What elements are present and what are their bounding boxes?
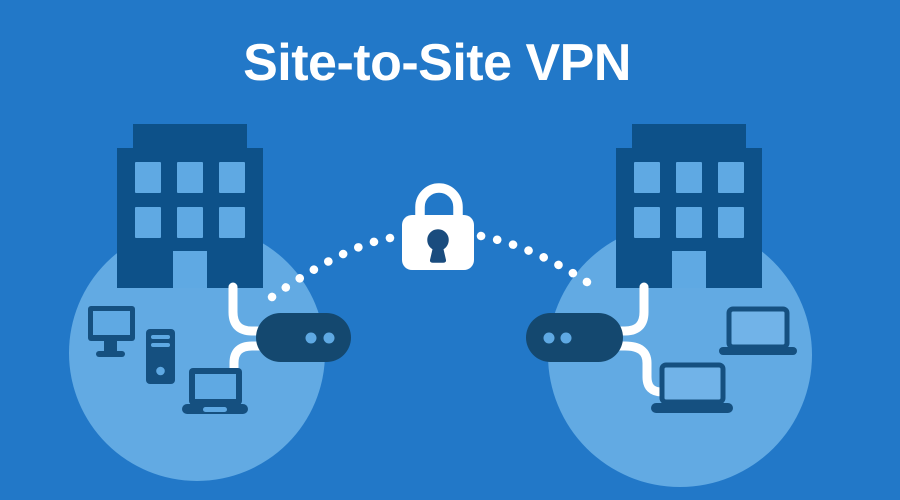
laptop-base — [651, 403, 733, 413]
dotted-tunnel-line-left — [267, 233, 395, 302]
building-window — [634, 162, 660, 193]
building-window — [219, 207, 245, 238]
tower-slot — [151, 335, 170, 339]
laptop-icon — [651, 362, 733, 413]
building-window — [676, 162, 702, 193]
building-door — [173, 251, 207, 288]
tower-pc-icon — [146, 329, 175, 384]
router-body — [256, 313, 351, 362]
site-b-cables — [612, 282, 670, 397]
laptop-base — [719, 347, 797, 355]
router-body — [526, 313, 623, 362]
building-windows — [135, 162, 245, 238]
building-window — [135, 162, 161, 193]
building-a-icon — [117, 124, 263, 288]
site-a-halo-circle — [69, 225, 325, 481]
building-b-icon — [616, 124, 762, 288]
laptop-icon — [719, 306, 797, 355]
router-led — [323, 332, 335, 344]
laptop-icon — [182, 368, 248, 414]
router-to-laptop-cable — [229, 341, 265, 376]
router-led — [560, 332, 572, 344]
building-to-router-cable — [228, 282, 265, 336]
site-a-cables — [228, 282, 265, 376]
building-door — [672, 251, 706, 288]
router-b-icon — [526, 313, 623, 362]
router-led — [543, 332, 555, 344]
building-window — [177, 162, 203, 193]
monitor-screen — [93, 311, 130, 335]
laptop-screen-frame — [659, 362, 726, 405]
router-led — [305, 332, 317, 344]
router-to-laptop-cable — [612, 341, 670, 397]
building-roof — [632, 124, 746, 150]
tower-body — [146, 329, 175, 384]
building-roof — [133, 124, 247, 150]
monitor-base — [96, 351, 125, 357]
laptop-screen — [195, 374, 236, 399]
site-b-halo-circle — [548, 223, 812, 487]
building-to-router-cable — [612, 282, 649, 336]
building-window — [718, 162, 744, 193]
building-window — [177, 207, 203, 238]
tower-power-led — [156, 366, 165, 376]
building-window — [676, 207, 702, 238]
building-window — [219, 162, 245, 193]
building-windows — [634, 162, 744, 238]
page-title: Site-to-Site VPN — [243, 34, 631, 92]
router-a-icon — [256, 313, 351, 362]
building-window — [718, 207, 744, 238]
laptop-notch — [203, 407, 227, 412]
building-window — [634, 207, 660, 238]
monitor-neck — [104, 341, 117, 351]
keyhole-stem — [429, 245, 447, 263]
laptop-screen-frame — [726, 306, 790, 350]
building-window — [135, 207, 161, 238]
desktop-computer-icon — [88, 306, 135, 357]
lock-shackle — [415, 183, 463, 218]
lock-icon — [402, 183, 474, 270]
tower-slot — [151, 343, 170, 347]
